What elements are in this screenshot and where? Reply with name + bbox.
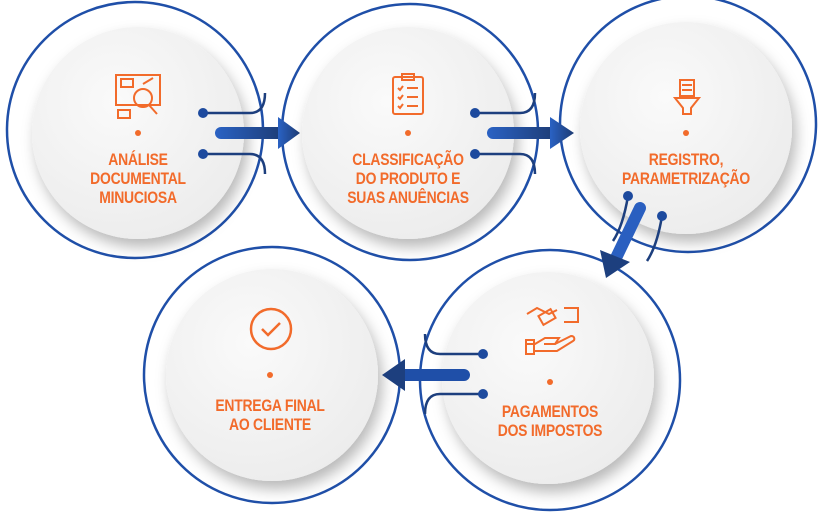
label-line: SUAS ANUÊNCIAS	[347, 188, 469, 207]
label-line: MINUCIOSA	[99, 188, 177, 207]
step-4-label: PAGAMENTOS DOS IMPOSTOS	[480, 402, 619, 440]
step-2-label: CLASSIFICAÇÃO DO PRODUTO E SUAS ANUÊNCIA…	[338, 150, 477, 207]
step-5-label: ENTREGA FINAL AO CLIENTE	[200, 396, 339, 434]
label-line: REGISTRO,	[648, 150, 724, 169]
label-line: PARAMETRIZAÇÃO	[622, 169, 750, 188]
disc-3	[580, 22, 792, 234]
arrow-4-to-5	[382, 359, 470, 391]
label-line: ANÁLISE	[108, 150, 168, 169]
arrow-2-to-3	[487, 117, 574, 149]
label-line: AO CLIENTE	[229, 415, 311, 434]
label-line: DOS IMPOSTOS	[497, 421, 603, 440]
check-circle-icon	[249, 307, 293, 351]
step-1-label: ANÁLISE DOCUMENTAL MINUCIOSA	[68, 150, 207, 207]
checklist-icon	[392, 73, 424, 115]
step-3-label: REGISTRO, PARAMETRIZAÇÃO	[616, 150, 755, 188]
document-stack-funnel-icon	[672, 79, 702, 115]
payment-hands-icon	[525, 306, 579, 355]
arrow-3-to-4	[600, 202, 646, 278]
label-line: CLASSIFICAÇÃO	[352, 150, 464, 169]
arrow-1-to-2	[215, 117, 300, 149]
label-line: DOCUMENTAL	[90, 169, 186, 188]
label-line: PAGAMENTOS	[501, 402, 599, 421]
disc-4	[442, 272, 654, 484]
label-line: ENTREGA FINAL	[215, 396, 325, 415]
label-line: DO PRODUTO E	[355, 169, 461, 188]
document-analysis-icon	[115, 74, 161, 119]
